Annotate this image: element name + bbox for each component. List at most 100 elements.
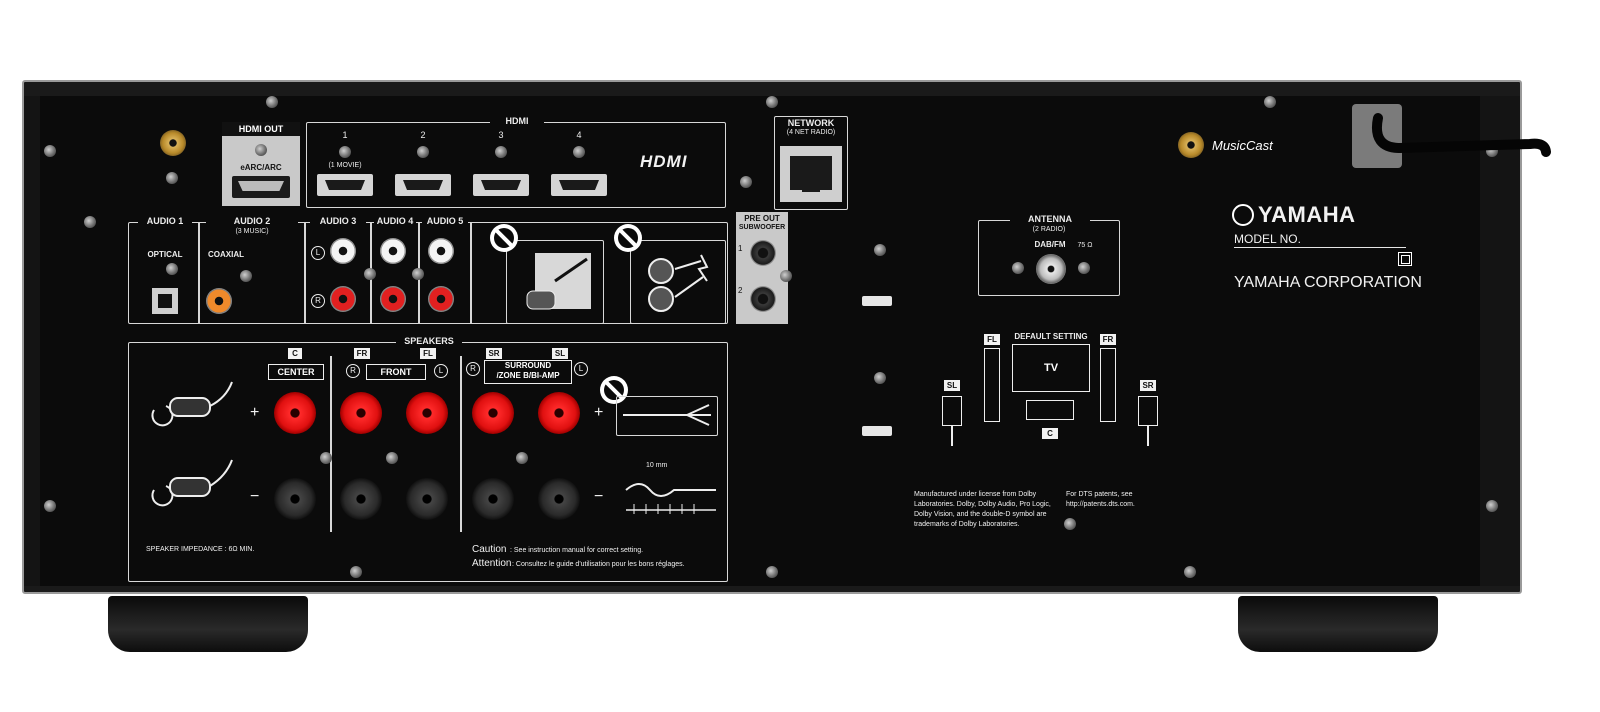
surround-left-plus-terminal[interactable] [538, 392, 580, 434]
screw-icon [386, 452, 398, 464]
audio3-right-jack[interactable] [330, 286, 356, 312]
audio3-left-jack[interactable] [330, 238, 356, 264]
hdmi-out-earc-label: eARC/ARC [240, 163, 282, 172]
musiccast-logo: MusicCast [1212, 138, 1273, 153]
hdmi-port-number: 2 [420, 130, 426, 140]
audio2-title: AUDIO 2 [206, 216, 298, 226]
audio4-title: AUDIO 4 [374, 216, 416, 226]
front-left-minus-terminal[interactable] [406, 478, 448, 520]
hdmi-out-port[interactable] [232, 176, 290, 198]
subwoofer-out-2-jack[interactable] [750, 286, 776, 312]
screw-icon [740, 176, 752, 188]
screw-icon [255, 144, 267, 156]
screw-icon [364, 268, 376, 280]
zone-label: /ZONE B/BI-AMP [496, 371, 560, 380]
screw-icon [350, 566, 362, 578]
screw-icon [516, 452, 528, 464]
surround-right-minus-terminal[interactable] [472, 478, 514, 520]
sr-channel-tag: SR [486, 348, 502, 359]
network-title: NETWORK [787, 118, 835, 128]
screw-icon [44, 145, 56, 157]
surround-left-marker: L [574, 362, 588, 376]
divider [470, 222, 472, 324]
surround-label-box: SURROUND /ZONE B/BI-AMP [484, 360, 572, 384]
hdmi-input-1-port[interactable] [317, 174, 373, 196]
screw-icon [84, 216, 96, 228]
hdmi-port-number: 4 [576, 130, 582, 140]
surround-right-plus-terminal[interactable] [472, 392, 514, 434]
screw-icon [412, 268, 424, 280]
surround-left-minus-terminal[interactable] [538, 478, 580, 520]
caution-heading: Caution [472, 544, 507, 555]
hdmi-port-number: 1 [342, 130, 348, 140]
hdmi-title: HDMI [490, 116, 544, 126]
stand [1147, 426, 1149, 446]
screw-icon [766, 566, 778, 578]
model-underline [1234, 247, 1406, 248]
preout-2-label: 2 [738, 286, 743, 295]
fr-tag: FR [1100, 334, 1116, 345]
strip-length-label: 10 mm [646, 462, 668, 469]
fm-antenna-jack[interactable] [1036, 254, 1066, 284]
sr-tag: SR [1140, 380, 1156, 391]
right-channel-marker: R [311, 294, 325, 308]
strip-length-diagram [625, 483, 716, 514]
c-channel-tag: C [288, 348, 302, 359]
divider [460, 356, 462, 532]
sl-channel-tag: SL [552, 348, 568, 359]
fr-channel-tag: FR [354, 348, 370, 359]
left-foot [108, 596, 308, 652]
screw-icon [874, 372, 886, 384]
wireless-antenna-connector[interactable] [1178, 132, 1204, 158]
dolby-license-text: Manufactured under license from Dolby La… [914, 491, 1051, 528]
center-minus-terminal[interactable] [274, 478, 316, 520]
minus-sign: − [594, 488, 604, 505]
hdmi-logo: HDMI [640, 152, 688, 171]
antenna-title: ANTENNA [1010, 214, 1090, 224]
screw-icon [240, 270, 252, 282]
hdmi-input-2-port[interactable] [395, 174, 451, 196]
center-plus-terminal[interactable] [274, 392, 316, 434]
attention-heading: Attention [472, 558, 512, 569]
audio5-right-jack[interactable] [428, 286, 454, 312]
center-label: CENTER [268, 364, 324, 380]
warning-pictogram-shorting [506, 240, 604, 324]
screw-icon [1264, 96, 1276, 108]
front-right-marker: R [346, 364, 360, 378]
screw-icon [1012, 262, 1024, 274]
prohibited-icon [614, 224, 642, 252]
hdmi-input-4-port[interactable] [551, 174, 607, 196]
front-left-plus-terminal[interactable] [406, 392, 448, 434]
divider [198, 222, 200, 324]
screw-icon [1486, 500, 1498, 512]
screw-icon [766, 96, 778, 108]
hdmi-input-3-port[interactable] [473, 174, 529, 196]
coaxial-input-jack[interactable] [206, 288, 232, 314]
ethernet-port[interactable] [780, 146, 842, 202]
warning-pictogram-wires [630, 240, 726, 324]
screw-icon [166, 263, 178, 275]
audio4-right-jack[interactable] [380, 286, 406, 312]
screw-icon [1078, 262, 1090, 274]
screw-icon [266, 96, 278, 108]
fr-speaker-diagram [1100, 348, 1116, 422]
coaxial-label: COAXIAL [208, 250, 244, 259]
surround-label: SURROUND [504, 361, 552, 370]
subwoofer-out-1-jack[interactable] [750, 240, 776, 266]
power-cord [1372, 113, 1551, 157]
wireless-antenna-connector[interactable] [160, 130, 186, 156]
screw-icon [166, 172, 178, 184]
front-right-minus-terminal[interactable] [340, 478, 382, 520]
dts-license-text: For DTS patents, see http://patents.dts.… [1066, 491, 1135, 508]
tv-diagram: TV [1012, 344, 1090, 392]
preout-sub: SUBWOOFER [738, 224, 786, 231]
right-foot [1238, 596, 1438, 652]
brand-name: YAMAHA [1258, 202, 1356, 227]
optical-input-port[interactable] [152, 288, 178, 314]
front-right-plus-terminal[interactable] [340, 392, 382, 434]
audio5-left-jack[interactable] [428, 238, 454, 264]
front-label: FRONT [366, 364, 426, 380]
audio4-left-jack[interactable] [380, 238, 406, 264]
corporation-label: YAMAHA CORPORATION [1234, 274, 1422, 291]
fl-speaker-diagram [984, 348, 1000, 422]
